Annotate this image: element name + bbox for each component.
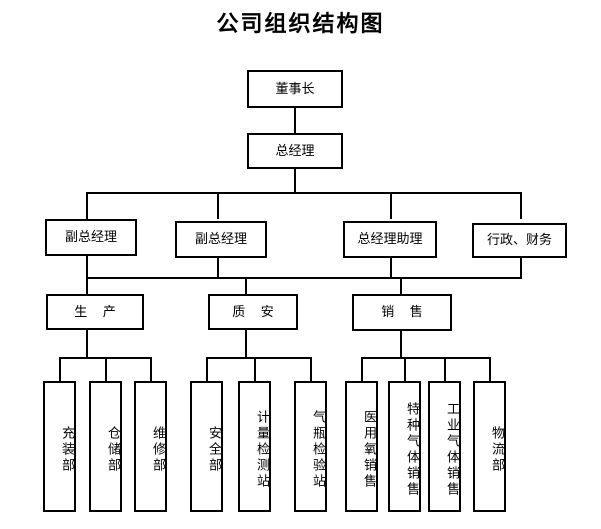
node-cylinder-station[interactable]: 气瓶检验站: [294, 381, 327, 512]
connector-drop-quality-safety: [245, 277, 247, 296]
connector-quality-safety-drop: [245, 330, 247, 358]
node-warehouse-dept[interactable]: 仓储部: [89, 381, 122, 512]
node-production[interactable]: 生 产: [46, 294, 144, 330]
connector-drop-cylinder-station: [310, 357, 312, 381]
node-quality-safety[interactable]: 质 安: [208, 294, 298, 330]
connector-deputy-gm-1-drop: [86, 256, 88, 279]
node-gm-assistant[interactable]: 总经理助理: [343, 221, 437, 258]
node-special-gas-sales[interactable]: 特种气体销售: [388, 381, 421, 512]
connector-level3-bus: [86, 192, 522, 194]
connector-chairman-to-gm: [294, 108, 296, 133]
node-sales[interactable]: 销 售: [352, 294, 452, 331]
connector-level4-bus: [86, 277, 522, 279]
node-admin-finance[interactable]: 行政、财务: [472, 223, 567, 258]
node-metering-station[interactable]: 计量检测站: [238, 381, 271, 512]
connector-deputy-gm-2-drop: [217, 258, 219, 279]
connector-drop-safety-dept: [206, 357, 208, 381]
connector-drop-admin-finance: [520, 192, 522, 219]
connector-sales-bus: [361, 357, 490, 359]
node-general-manager[interactable]: 总经理: [247, 133, 343, 169]
connector-gm-drop: [294, 169, 296, 193]
connector-drop-industrial-gas: [444, 357, 446, 381]
node-industrial-gas-sales[interactable]: 工业气体销售: [428, 381, 461, 512]
connector-drop-gm-assistant: [390, 192, 392, 219]
node-filling-dept[interactable]: 充装部: [43, 381, 76, 512]
node-deputy-general-manager-1[interactable]: 副总经理: [45, 219, 137, 256]
node-deputy-general-manager-2[interactable]: 副总经理: [175, 221, 267, 258]
connector-drop-production: [86, 277, 88, 296]
page-title: 公司组织结构图: [216, 11, 385, 36]
node-medical-oxygen-sales[interactable]: 医用氧销售: [345, 381, 378, 512]
connector-gm-assistant-drop: [390, 258, 392, 279]
connector-quality-safety-bus: [206, 357, 312, 359]
node-logistics-dept[interactable]: 物流部: [473, 381, 506, 512]
connector-drop-logistics-dept: [489, 357, 491, 381]
connector-drop-filling-dept: [59, 357, 61, 381]
connector-drop-sales: [400, 277, 402, 296]
connector-production-drop: [86, 330, 88, 358]
connector-drop-warehouse-dept: [105, 357, 107, 381]
connector-drop-maintenance-dept: [150, 357, 152, 381]
connector-drop-metering-station: [254, 357, 256, 381]
connector-drop-special-gas: [404, 357, 406, 381]
node-safety-dept[interactable]: 安全部: [190, 381, 223, 512]
connector-drop-deputy-gm-2: [217, 192, 219, 219]
node-chairman[interactable]: 董事长: [247, 70, 343, 108]
connector-drop-medical-oxygen: [361, 357, 363, 381]
connector-sales-drop: [400, 331, 402, 358]
node-maintenance-dept[interactable]: 维修部: [134, 381, 167, 512]
connector-drop-deputy-gm-1: [86, 192, 88, 219]
connector-admin-finance-drop: [520, 258, 522, 279]
